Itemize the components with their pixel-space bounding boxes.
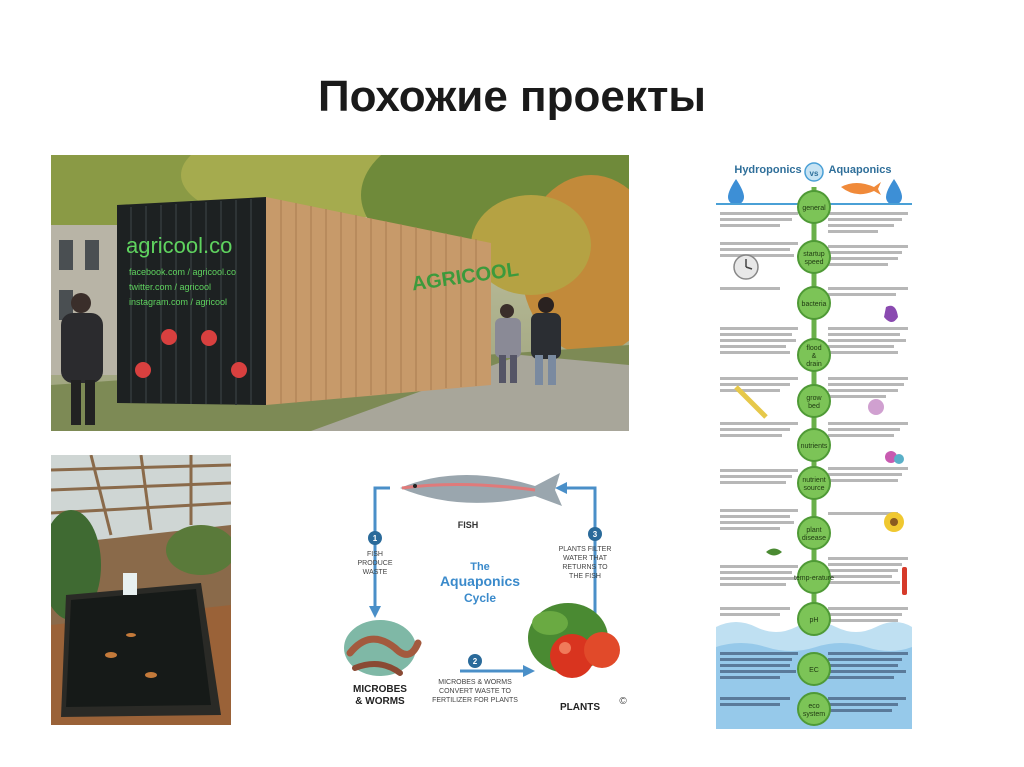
container-farm-photo: agricool.co facebook.com / agricool.co t… (51, 155, 629, 431)
flower-icon (885, 451, 897, 463)
microbes-label: & WORMS (355, 696, 405, 707)
infographic-node-label: nutrient (802, 477, 825, 484)
infographic-node (797, 338, 831, 372)
infographic-node (797, 560, 831, 594)
infographic-node-label: speed (804, 259, 823, 266)
plants-illustration (528, 603, 620, 678)
pedestrian (61, 293, 103, 425)
aquaponics-title: Aquaponics (829, 164, 892, 176)
infographic-node-label: startup (803, 251, 825, 258)
leaf-icon (766, 548, 782, 556)
water-drop-icon (886, 179, 902, 205)
aquaponics-cycle-diagram: FISH 1 FISH PRODUCE WASTE 3 PLANTS FILTE… (340, 458, 630, 720)
step-badge (368, 531, 382, 545)
greenhouse-pond-photo (51, 455, 231, 725)
bacteria-icon (884, 305, 898, 322)
step-number: 2 (473, 657, 478, 666)
infographic-node-label: temp-erature (794, 575, 834, 582)
step-number: 3 (593, 530, 598, 539)
hydroponics-vs-aquaponics-infographic: Hydroponics Aquaponics vs (716, 157, 912, 729)
step-badge (588, 527, 602, 541)
cycle-title: Aquaponics (440, 573, 520, 589)
infographic-node-label: plant (806, 527, 821, 534)
infographic-node (797, 428, 831, 462)
container-sign-line: instagram.com / agricool (129, 297, 227, 307)
infographic-node-label: pH (810, 617, 819, 624)
plants-label: PLANTS (560, 702, 600, 713)
infographic-node (797, 286, 831, 320)
infographic-node (797, 384, 831, 418)
infographic-node (797, 240, 831, 274)
flower-icon (868, 399, 884, 415)
step1-text: PRODUCE (357, 560, 392, 567)
container-sign-line: facebook.com / agricool.co (129, 267, 236, 277)
pedestrian (531, 297, 561, 385)
step2-text: MICROBES & WORMS (438, 679, 512, 686)
infographic-node-label: grow (806, 395, 822, 402)
infographic-node-label: source (803, 485, 824, 492)
step-number: 1 (373, 534, 378, 543)
flower-icon (894, 454, 904, 464)
infographic-node-label: system (803, 711, 825, 718)
infographic-node (797, 466, 831, 500)
water-drop-icon (728, 179, 744, 205)
slide-title: Похожие проекты (318, 72, 706, 121)
infographic-node (797, 602, 831, 636)
infographic-node (797, 516, 831, 550)
fish-illustration (400, 473, 562, 506)
step-badge (468, 654, 482, 668)
step3-text: THE FISH (569, 573, 601, 580)
hydroponics-title: Hydroponics (734, 164, 801, 176)
container-sign-url: agricool.co (126, 233, 232, 258)
step3-text: WATER THAT (563, 555, 608, 562)
infographic-node-label: nutrients (801, 443, 828, 450)
infographic-node (797, 692, 831, 726)
step3-text: PLANTS FILTER (559, 546, 612, 553)
infographic-node (797, 190, 831, 224)
infographic-node-label: flood (806, 345, 821, 352)
step1-text: FISH (367, 551, 383, 558)
container-sign-line: twitter.com / agricool (129, 282, 211, 292)
cycle-title: The (470, 561, 490, 573)
microbes-label: MICROBES (353, 684, 407, 695)
infographic-node-label: eco (808, 703, 819, 710)
infographic-node-label: general (802, 205, 826, 212)
vs-badge (804, 162, 824, 182)
goldfish-icon (841, 182, 881, 195)
infographic-node-label: bed (808, 403, 820, 410)
measuring-tape-icon (734, 385, 768, 419)
cycle-title: Cycle (464, 591, 496, 605)
infographic-node-label: drain (806, 361, 822, 368)
infographic-node-label: bacteria (802, 301, 827, 308)
infographic-node (797, 652, 831, 686)
copyright-mark: © (619, 696, 627, 707)
step2-text: CONVERT WASTE TO (439, 688, 512, 695)
thermometer-icon (902, 567, 907, 595)
step2-text: FERTILIZER FOR PLANTS (432, 697, 518, 704)
step1-text: WASTE (363, 569, 388, 576)
microbes-worms-illustration (344, 620, 422, 676)
infographic-node-label: EC (809, 667, 819, 674)
pedestrian (495, 304, 521, 383)
infographic-node-label: disease (802, 535, 826, 542)
vs-label: vs (810, 169, 819, 178)
step3-text: RETURNS TO (562, 564, 608, 571)
infographic-node-label: & (812, 353, 817, 360)
fish-label: FISH (458, 520, 479, 530)
